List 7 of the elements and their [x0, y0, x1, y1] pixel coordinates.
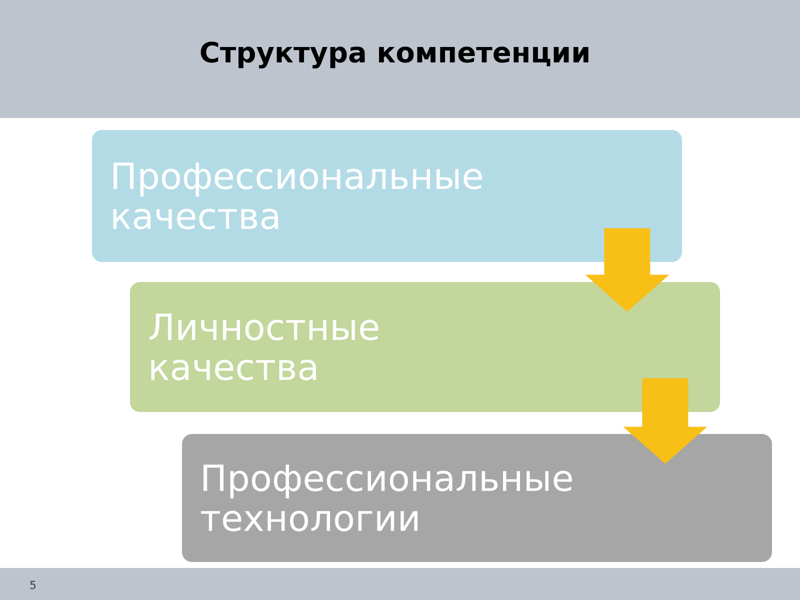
- slide-title: Структура компетенции: [200, 42, 588, 68]
- block-arrow: [585, 228, 670, 312]
- process-box: Профессиональные технологии: [182, 434, 772, 562]
- process-box: Профессиональные качества: [92, 130, 682, 262]
- block-arrow: [623, 378, 708, 464]
- process-box: Личностные качества: [130, 282, 720, 412]
- page-number: 5: [30, 580, 36, 590]
